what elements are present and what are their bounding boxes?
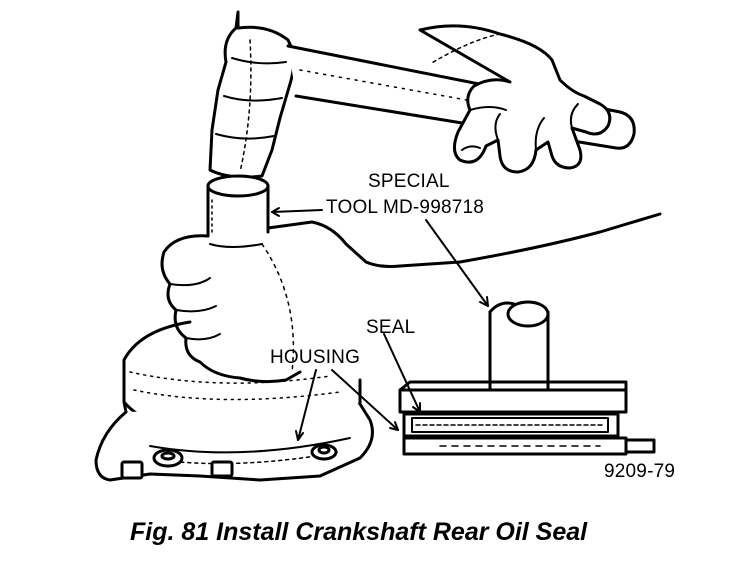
housing-label: HOUSING [270,347,361,368]
seal-label: SEAL [366,317,416,338]
tool-seal-detail [398,300,656,456]
upper-hand [418,24,612,174]
figure-code: 9209-79 [604,461,676,482]
leader-lines [271,207,489,441]
figure-caption: Fig. 81 Install Crankshaft Rear Oil Seal [130,518,588,546]
special-tool-label-line2: TOOL MD-998718 [326,197,485,218]
lower-hand [160,212,662,384]
seal-driver-cylinder [206,174,270,238]
hammer-head [208,10,295,179]
special-tool-label-line1: SPECIAL [368,171,450,192]
